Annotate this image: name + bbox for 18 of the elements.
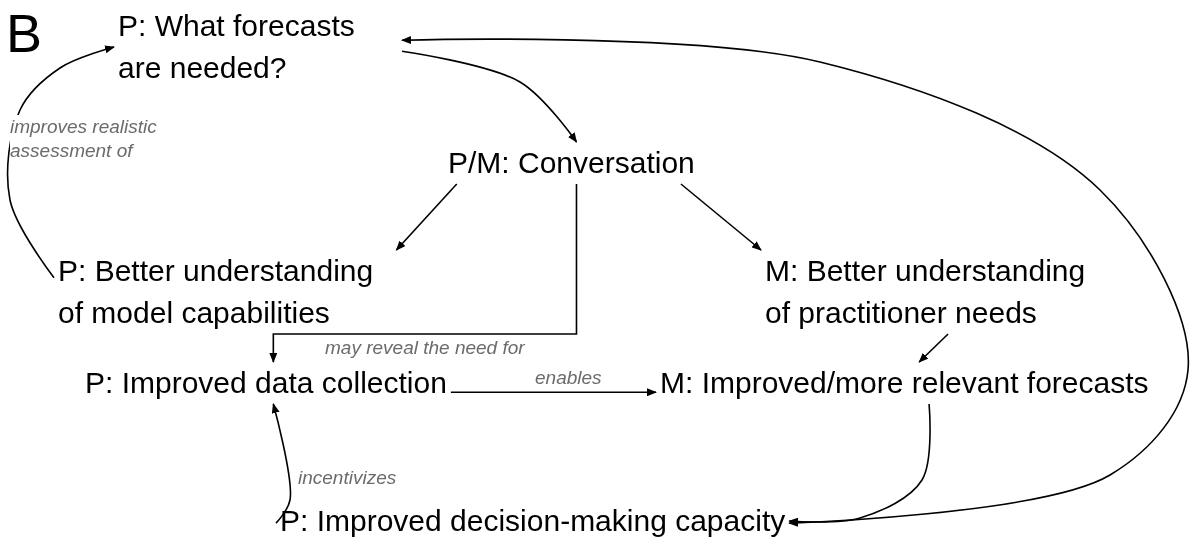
node-text: M: Better understanding of practitioner needs (761, 250, 1114, 334)
node-text: P/M: Conversation (444, 142, 699, 184)
arrow (401, 36, 1189, 527)
node-text: P: Improved decision-making capacity (276, 500, 790, 542)
arrow (271, 403, 292, 524)
panel-letter: B (6, 6, 43, 60)
node-text: P: Better understanding of model capabilities (54, 250, 407, 334)
node-text: P: What forecasts are needed? (114, 5, 402, 89)
arrow (788, 403, 931, 526)
node-text: M: Improved/more relevant forecasts (656, 362, 1153, 404)
arrow (269, 183, 578, 363)
arrow (395, 183, 458, 251)
arrow (450, 388, 657, 397)
arrow (6, 45, 115, 279)
node-text: P: Improved data collection (81, 362, 451, 404)
arrow (401, 50, 578, 143)
arrow (918, 333, 949, 363)
arrow (680, 183, 762, 251)
